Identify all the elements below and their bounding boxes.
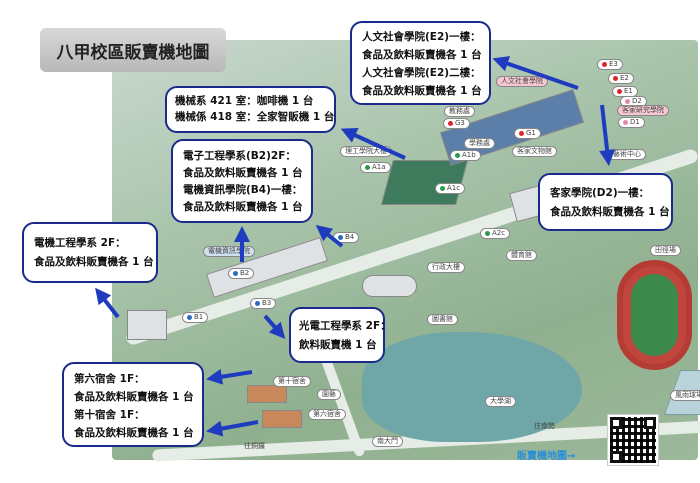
vending-map-caption: 販賣機地圖→ (517, 451, 576, 462)
callout-line: 機械係 418 室：全家智販機 1 台 (175, 111, 335, 123)
callout-line: 第十宿舍 1F： (74, 409, 145, 421)
callout-line: 人文社會學院(E2)二樓： (362, 67, 481, 79)
map-label-a1b: A1b (450, 150, 481, 161)
map-label-a1a: A1a (360, 162, 391, 173)
callout-mechanical: 機械系 421 室：咖啡機 1 台 機械係 418 室：全家智販機 1 台 (165, 86, 336, 133)
callout-line: 食品及飲料販賣機各 1 台 (550, 206, 670, 218)
callout-line: 電機工程學系 2F： (34, 237, 126, 249)
arrow-d2 (599, 104, 616, 166)
callout-hakka-d2: 客家學院(D2)一樓： 食品及飲料販賣機各 1 台 (538, 173, 673, 231)
map-label-dorm10: 第十宿舍 (273, 376, 311, 387)
callout-line: 食品及飲料販賣機各 1 台 (34, 256, 154, 268)
callout-line: 食品及飲料販賣機各 1 台 (183, 167, 303, 179)
callout-line: 電子工程學系(B2)2F： (183, 150, 296, 162)
callout-line: 客家學院(D2)一樓： (550, 187, 650, 199)
map-label-lake: 大學湖 (485, 396, 516, 407)
dorm-building (247, 385, 287, 403)
callout-line: 食品及飲料販賣機各 1 台 (74, 391, 194, 403)
callout-electrical: 電機工程學系 2F： 食品及飲料販賣機各 1 台 (22, 222, 158, 283)
qr-code[interactable] (607, 414, 659, 466)
arrow-eo (263, 314, 286, 339)
map-label-b2: B2 (228, 268, 255, 279)
map-label-field: 田徑場 (650, 245, 681, 256)
map-label-a1c: A1c (435, 183, 466, 194)
callout-line: 飲料販賣機 1 台 (299, 339, 377, 351)
map-label-humanities: 人文社會學院 (496, 76, 548, 87)
map-label-garden: 園藝 (317, 389, 341, 400)
callout-line: 電機資訊學院(B4)一樓： (183, 184, 303, 196)
arrow-mech (340, 128, 406, 160)
map-label-to-tongluo: 往銅鑼 (244, 442, 265, 450)
arrow-ee (95, 287, 120, 319)
map-label-hakka-grad: 客家研究學院 (617, 105, 669, 116)
map-label-b1: B1 (182, 312, 209, 323)
callout-line: 食品及飲料販賣機各 1 台 (362, 85, 482, 97)
callout-b2-b4: 電子工程學系(B2)2F： 食品及飲料販賣機各 1 台 電機資訊學院(B4)一樓… (171, 139, 313, 223)
arrow-e2 (492, 56, 579, 90)
arrow-b4 (315, 225, 344, 248)
map-label-sports: 體育館 (506, 250, 537, 261)
map-label-g1: G1 (514, 128, 541, 139)
map-label-admin: 行政大樓 (427, 262, 465, 273)
callout-line: 食品及飲料販賣機各 1 台 (362, 49, 482, 61)
map-label-to-nanshi: 往南勢 (534, 422, 555, 430)
arrow-dorm6 (206, 368, 253, 385)
arrow-dorm10 (206, 420, 259, 437)
map-label-gym: 風雨球場 (670, 390, 700, 401)
map-label-e3: E3 (597, 59, 623, 70)
map-label-e2: E2 (608, 73, 634, 84)
map-label-academic: 學務處 (464, 138, 495, 149)
lake (362, 332, 582, 442)
library-building (362, 275, 417, 297)
map-label-eecs: 電機資訊學院 (203, 246, 255, 257)
map-label-teaching: 教務處 (444, 106, 475, 117)
map-label-hakka-museum: 客家文物館 (512, 146, 557, 157)
ee-building (127, 310, 167, 340)
callout-line: 第六宿舍 1F： (74, 373, 145, 385)
page-title: 八甲校區販賣機地圖 (40, 28, 226, 72)
callout-humanities-e2: 人文社會學院(E2)一樓： 食品及飲料販賣機各 1 台 人文社會學院(E2)二樓… (350, 21, 491, 105)
map-label-dorm6: 第六宿舍 (308, 409, 346, 420)
map-label-d1: D1 (618, 117, 645, 128)
callout-dorms: 第六宿舍 1F： 食品及飲料販賣機各 1 台 第十宿舍 1F： 食品及飲料販賣機… (62, 362, 204, 447)
callout-optoelectronics: 光電工程學系 2F： 飲料販賣機 1 台 (289, 307, 391, 363)
callout-line: 人文社會學院(E2)一樓： (362, 31, 481, 43)
callout-line: 食品及飲料販賣機各 1 台 (183, 201, 303, 213)
map-label-b3: B3 (250, 298, 277, 309)
callout-line: 光電工程學系 2F： (299, 320, 391, 332)
map-label-g3: G3 (443, 118, 470, 129)
callout-line: 機械系 421 室：咖啡機 1 台 (175, 95, 314, 107)
athletic-field (617, 260, 692, 370)
map-label-south-gate: 南大門 (372, 436, 403, 447)
map-label-a2c: A2c (480, 228, 511, 239)
map-label-library: 圖書館 (427, 314, 458, 325)
dorm-building (262, 410, 302, 428)
callout-line: 食品及飲料販賣機各 1 台 (74, 427, 194, 439)
